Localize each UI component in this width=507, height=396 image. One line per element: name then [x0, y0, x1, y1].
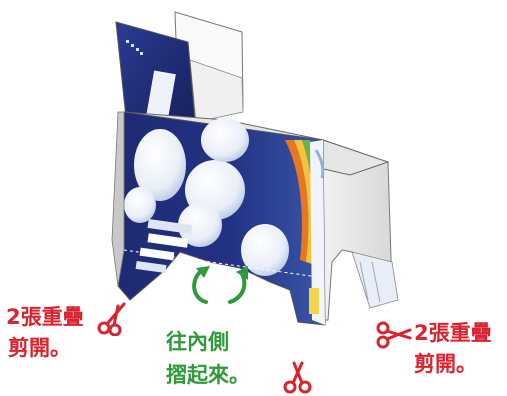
fold-instruction-line2: 摺起來。: [166, 363, 250, 387]
left-cut-instruction-line1: 2張重疊: [6, 305, 84, 329]
graphic-ball: [134, 129, 186, 201]
scissors-icon: [283, 361, 312, 394]
left-side-wall: [111, 111, 125, 287]
inner-panel: [189, 59, 244, 123]
scissors-icon: [376, 321, 412, 349]
flap-label: [146, 70, 176, 120]
left-cut-instruction-line2: 剪開。: [8, 336, 71, 360]
yellow-label: [309, 288, 319, 314]
right-side-wall: [322, 139, 393, 321]
right-cut-instruction-line1: 2張重疊: [414, 321, 492, 345]
inner-leg: [351, 251, 399, 309]
text-strip: [147, 218, 193, 235]
scissors-icon: [97, 302, 126, 336]
front-right-panel: [310, 140, 325, 325]
fold-arrow-icon: [192, 266, 248, 304]
fold-instruction-line1: 往內側: [166, 330, 229, 354]
fold-line: [123, 249, 326, 279]
right-cut-instruction-line2: 剪開。: [414, 352, 477, 376]
rainbow-stripe: [285, 140, 309, 262]
